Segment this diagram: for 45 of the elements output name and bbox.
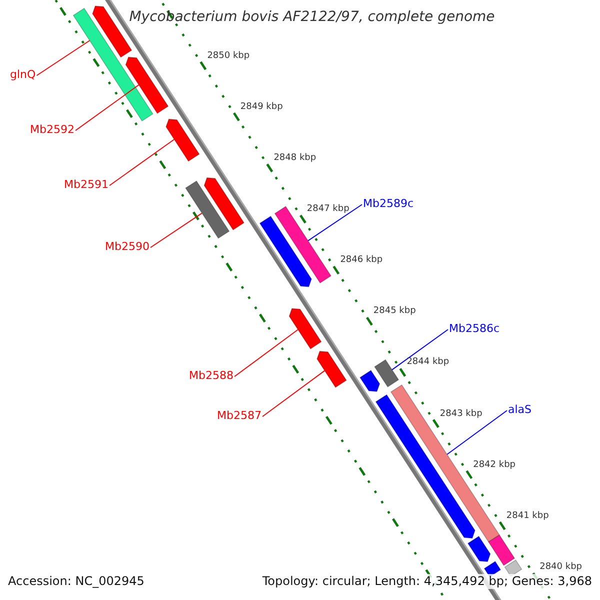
gene-label: glnQ xyxy=(10,68,36,81)
gene-feature-bar xyxy=(504,559,522,577)
scale-label: 2850 kbp xyxy=(207,50,250,62)
scale-label: 2842 kbp xyxy=(473,460,516,471)
gene-feature-bar xyxy=(288,308,322,350)
scale-label: 2845 kbp xyxy=(373,306,416,318)
gene-feature-bar xyxy=(274,206,332,284)
scale-label: 2847 kbp xyxy=(306,204,350,215)
gene-feature-bar xyxy=(185,180,230,239)
scale-label: 2848 kbp xyxy=(274,152,316,164)
leader-line xyxy=(234,329,298,377)
footer-text: Accession: NC_002945 xyxy=(6,574,146,589)
scale-label: 2849 kbp xyxy=(240,102,283,113)
scale-label: 2840 kbp xyxy=(540,562,582,573)
leader-line xyxy=(308,204,362,242)
leader-line xyxy=(150,212,202,248)
gene-feature-bar xyxy=(488,534,516,566)
leader-line xyxy=(262,370,326,417)
title: Mycobacterium bovis AF2122/97, complete genome xyxy=(128,9,496,25)
scale-label: 2843 kbp xyxy=(440,408,482,420)
gene-label: Mb2591 xyxy=(64,178,108,191)
scale-label: 2841 kbp xyxy=(506,510,549,522)
leader-line xyxy=(36,40,90,76)
gene-feature-bar xyxy=(125,56,169,114)
leader-line xyxy=(109,138,175,186)
gene-label: Mb2590 xyxy=(105,240,150,253)
gene-feature-bar xyxy=(204,177,245,230)
gene-feature-bar xyxy=(467,536,491,562)
gene-feature-bar xyxy=(166,118,200,162)
gene-feature-bar xyxy=(359,370,380,392)
leader-line xyxy=(75,84,140,131)
gene-label: Mb2586c xyxy=(449,322,500,335)
gene-label: Mb2587 xyxy=(217,409,262,422)
gene-label: alaS xyxy=(508,403,532,416)
leader-line xyxy=(392,329,448,370)
gene-label: Mb2589c xyxy=(363,197,414,210)
gene-label: Mb2588 xyxy=(189,369,234,382)
footer-text: Topology: circular; Length: 4,345,492 bp; Genes: 3,968 xyxy=(260,574,594,589)
gene-feature-bar xyxy=(374,359,400,388)
scale-label: 2844 kbp xyxy=(406,357,450,368)
gene-label: Mb2592 xyxy=(30,123,74,136)
scale-label: 2846 kbp xyxy=(340,255,383,266)
gene-feature-bar xyxy=(390,384,500,542)
gene-feature-bar xyxy=(259,216,312,288)
gene-feature-bar xyxy=(316,350,347,388)
